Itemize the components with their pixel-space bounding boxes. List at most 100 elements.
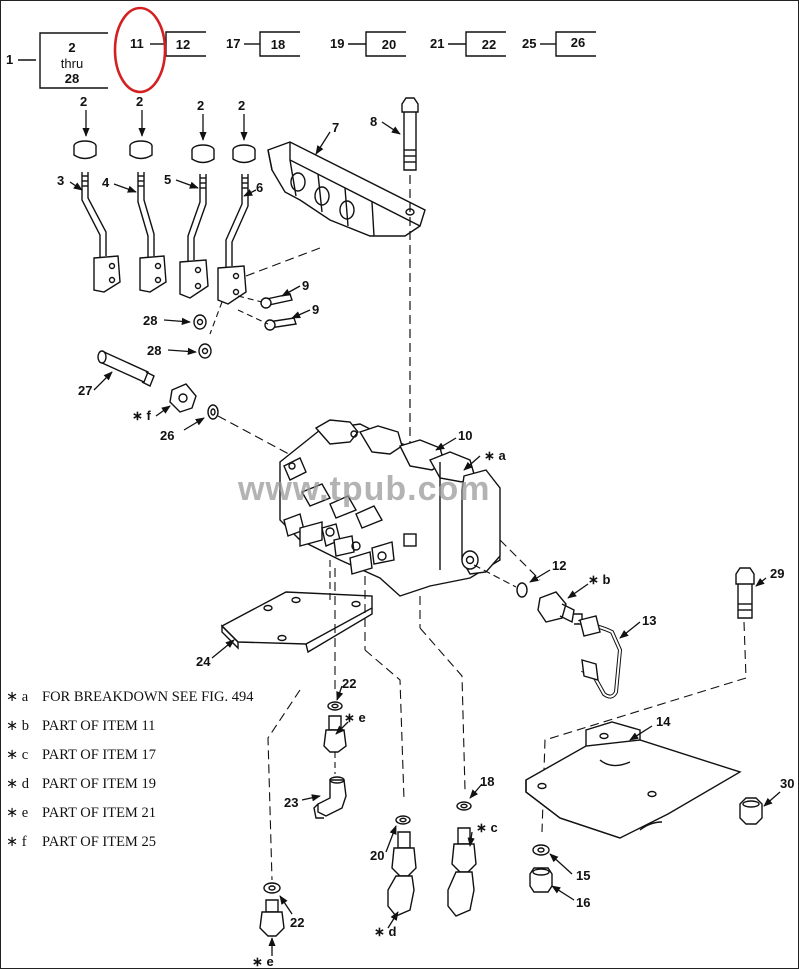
part-label: 6 (256, 180, 263, 195)
legend-key: ∗ d (6, 776, 30, 792)
screws-and-nuts (193, 247, 321, 359)
part-label: 14 (656, 714, 671, 729)
part-label: 2 (136, 94, 143, 109)
part-label: 9 (312, 302, 319, 317)
pin-27 (97, 350, 155, 387)
callout-group-17: 17 18 (226, 31, 300, 57)
legend-text: PART OF ITEM 17 (42, 747, 156, 763)
legend-key: ∗ c (6, 747, 29, 763)
part-label: 27 (78, 383, 92, 398)
drop-lines (267, 539, 747, 881)
part-label: 26 (160, 428, 174, 443)
part-label: 18 (480, 774, 494, 789)
watermark: www.tpub.com (237, 470, 491, 508)
plate-24 (220, 560, 373, 654)
callout-box-text: 2 (68, 40, 75, 55)
part-label: 20 (370, 848, 384, 863)
part-label: 2 (197, 98, 204, 113)
callout-item-label: 11 (130, 36, 144, 51)
callout-group-19: 19 20 (330, 31, 406, 57)
leader-arrows (69, 110, 781, 956)
legend-row: ∗ a FOR BREAKDOWN SEE FIG. 494 (6, 689, 253, 706)
legend-text: PART OF ITEM 19 (42, 776, 156, 792)
fitting-22-e-upper (323, 701, 347, 774)
callout-group-21: 21 22 (430, 31, 506, 57)
part-label: 22 (342, 676, 356, 691)
part-label: 23 (284, 795, 298, 810)
callout-group-1: 1 2 thru 28 (6, 32, 108, 89)
part-label: 4 (102, 175, 110, 190)
part-label: 24 (196, 654, 211, 669)
legend-text: PART OF ITEM 21 (42, 805, 156, 821)
callout-box-text: 20 (382, 37, 396, 52)
callout-group-25: 25 26 (522, 31, 596, 57)
part-label: 10 (458, 428, 472, 443)
legend-key: ∗ b (6, 718, 30, 734)
fitting-18-c (447, 801, 477, 917)
callout-item-label: 1 (6, 52, 13, 67)
part-label: 28 (147, 343, 161, 358)
legend-row: ∗ f PART OF ITEM 25 (6, 834, 156, 851)
bolt-29 (735, 567, 755, 619)
part-label: 5 (164, 172, 171, 187)
callout-item-label: 19 (330, 36, 344, 51)
washer-15-nut-16 (529, 844, 553, 893)
fitting-22-e-lower (259, 882, 285, 937)
part-label: 2 (80, 94, 87, 109)
callout-box-text: thru (61, 56, 83, 71)
legend-row: ∗ d PART OF ITEM 19 (6, 776, 156, 793)
control-valve-10 (279, 419, 501, 597)
part-label: 16 (576, 895, 590, 910)
legend-row: ∗ b PART OF ITEM 11 (6, 718, 155, 735)
part-label: ∗ f (132, 408, 152, 423)
callout-box-text: 26 (571, 35, 585, 50)
bolt-8 (401, 97, 419, 560)
part-label: ∗ c (476, 820, 498, 835)
callout-box-text: 28 (65, 71, 79, 86)
callout-item-label: 17 (226, 36, 240, 51)
part-label: ∗ d (374, 924, 397, 939)
legend-row: ∗ e PART OF ITEM 21 (6, 805, 156, 822)
tube-13 (577, 615, 623, 699)
part-label: 15 (576, 868, 590, 883)
part-label: 12 (552, 558, 566, 573)
legend-text: PART OF ITEM 11 (42, 718, 156, 734)
lever-handles (73, 140, 256, 305)
part-label: ∗ e (344, 710, 366, 725)
part-label: 13 (642, 613, 656, 628)
legend-text: FOR BREAKDOWN SEE FIG. 494 (42, 689, 254, 705)
callout-item-label: 21 (430, 36, 444, 51)
plate-14 (525, 721, 742, 839)
callout-group-11: 11 12 (113, 6, 206, 94)
part-label: 7 (332, 120, 339, 135)
callout-item-label: 25 (522, 36, 536, 51)
legend-text: PART OF ITEM 25 (42, 834, 156, 850)
part-label: 30 (780, 776, 794, 791)
callout-box-text: 12 (176, 37, 190, 52)
part-label: 28 (143, 313, 157, 328)
legend-row: ∗ c PART OF ITEM 17 (6, 747, 156, 764)
legend-key: ∗ a (6, 689, 29, 705)
legend-key: ∗ f (6, 834, 27, 850)
part-label: 29 (770, 566, 784, 581)
part-label: ∗ a (484, 448, 507, 463)
part-label: ∗ b (588, 572, 611, 587)
callout-box-text: 18 (271, 37, 285, 52)
part-labels: 2 2 2 2 3 4 5 6 7 8 9 9 10 12 13 14 15 1… (57, 94, 794, 969)
part-label: 8 (370, 114, 377, 129)
highlight-circle (113, 6, 167, 94)
callout-box-text: 22 (482, 37, 496, 52)
part-label: 9 (302, 278, 309, 293)
fitting-12-b (473, 564, 583, 625)
part-label: 22 (290, 915, 304, 930)
part-label: ∗ e (252, 954, 274, 969)
legend-key: ∗ e (6, 805, 29, 821)
part-label: 3 (57, 173, 64, 188)
nut-30 (739, 797, 763, 825)
elbow-23 (313, 776, 347, 819)
part-label: 2 (238, 98, 245, 113)
fitting-f (169, 383, 301, 461)
fitting-20-d (387, 815, 417, 917)
bracket-7 (267, 141, 426, 237)
